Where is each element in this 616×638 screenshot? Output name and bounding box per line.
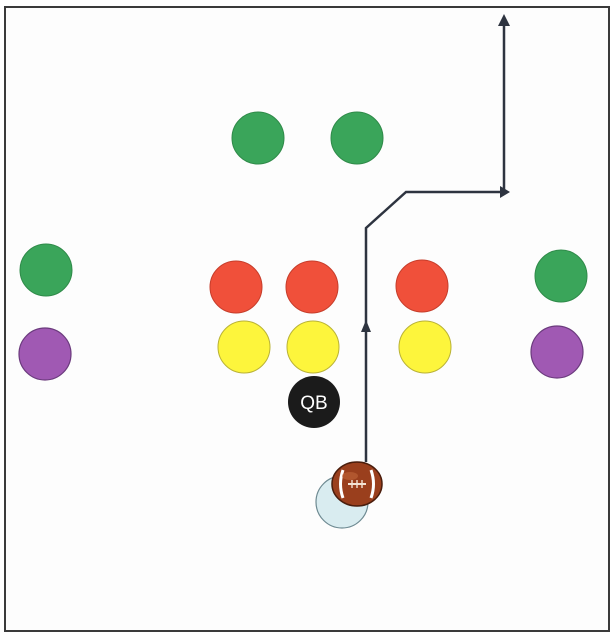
wing-left — [19, 328, 71, 380]
receiver-wide-right — [535, 250, 587, 302]
route-path — [366, 22, 504, 462]
route-arrow-up-top — [498, 14, 510, 26]
defender-center — [286, 261, 338, 313]
lineman-right — [399, 321, 451, 373]
defender-right — [396, 260, 448, 312]
wing-right — [531, 326, 583, 378]
running-back — [316, 462, 382, 528]
football-icon — [332, 462, 382, 506]
receiver-deep-right — [331, 112, 383, 164]
route-line — [361, 14, 510, 462]
quarterback: QB — [288, 376, 340, 428]
route-arrow-up-mid — [361, 320, 371, 332]
lineman-center — [287, 321, 339, 373]
defender-left — [210, 261, 262, 313]
lineman-left — [218, 321, 270, 373]
receiver-deep-left — [232, 112, 284, 164]
receiver-wide-left — [20, 244, 72, 296]
qb-label: QB — [300, 393, 327, 414]
